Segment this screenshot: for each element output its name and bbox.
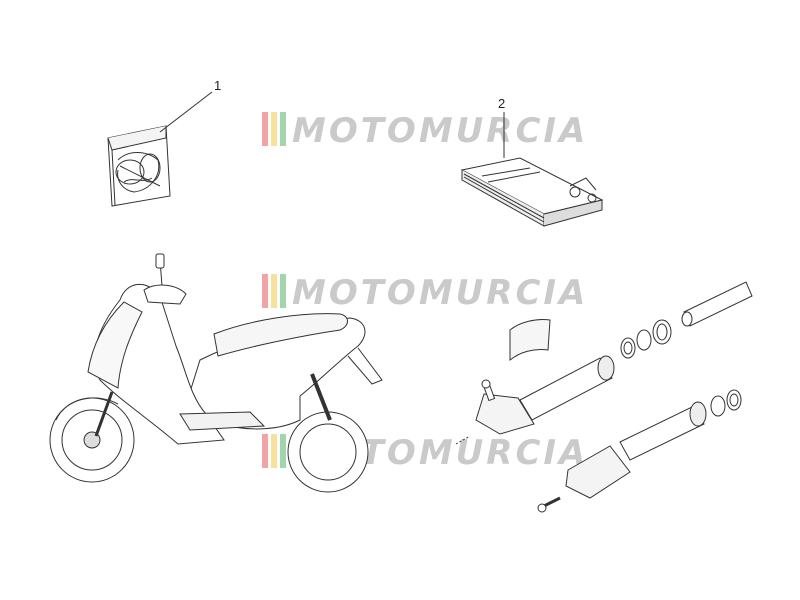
scooter[interactable]	[49, 253, 383, 493]
seat	[213, 313, 348, 357]
callout-2: 2	[498, 96, 506, 111]
owner-manual-booklet[interactable]	[460, 157, 604, 227]
watermark-text: MOTOMURCIA	[292, 111, 588, 151]
watermark-middle: MOTOMURCIA	[262, 273, 588, 313]
watermark-text: MOTOMURCIA	[292, 273, 588, 313]
tool-kit-bag[interactable]	[107, 125, 171, 207]
watermark-top: MOTOMURCIA	[262, 111, 588, 151]
front-fork-assembly[interactable]	[455, 281, 753, 513]
leader-line-1	[159, 91, 213, 133]
callout-1: 1	[214, 78, 222, 93]
